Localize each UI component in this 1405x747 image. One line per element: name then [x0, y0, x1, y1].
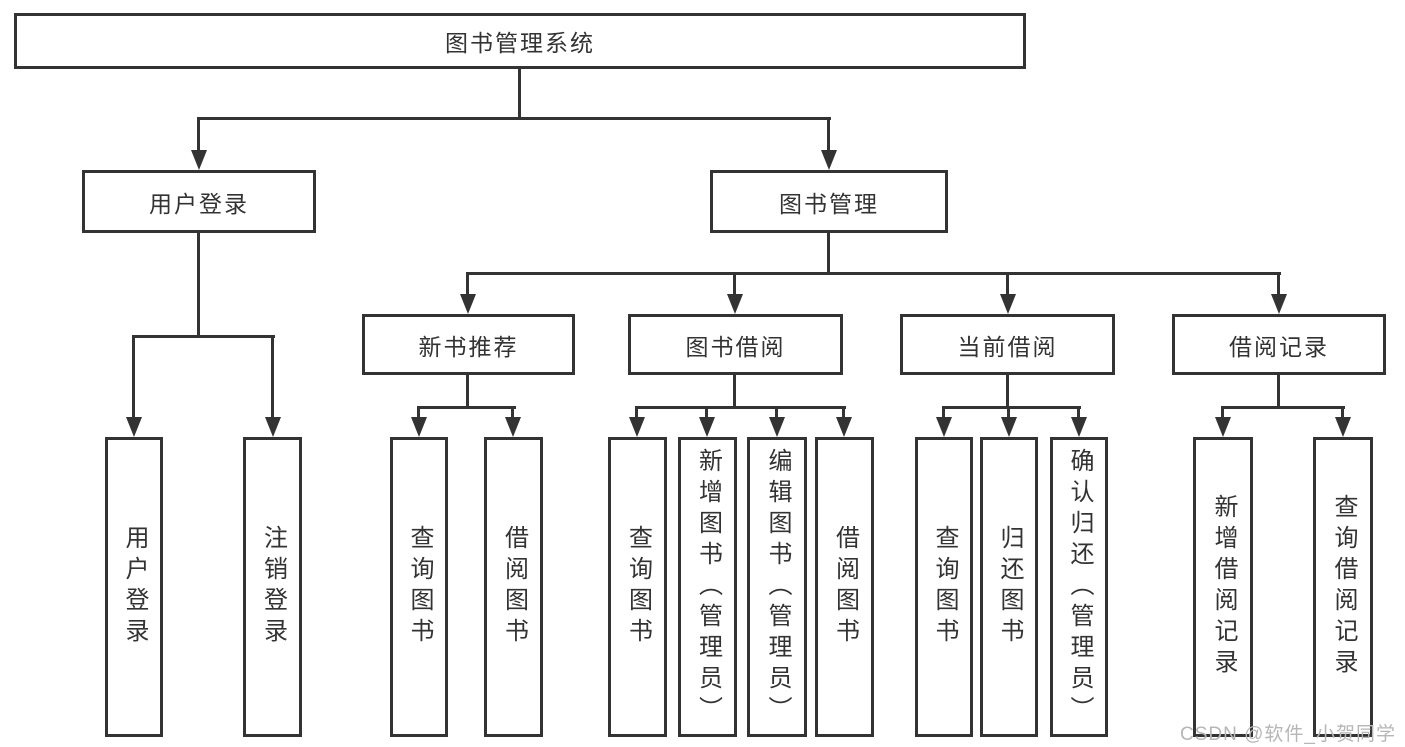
connector-drop-bb-query [635, 406, 638, 419]
connector-current-borrow-rail [942, 406, 1081, 409]
leaf-borrow-query: 查询图书 [608, 437, 667, 737]
node-root-label: 图书管理系统 [445, 30, 595, 56]
connector-drop-current-borrow [1006, 272, 1009, 296]
connector-drop-leaf-logout [271, 335, 274, 417]
connector-root-rail [197, 117, 831, 120]
connector-drop-user-login [197, 117, 200, 153]
connector-drop-cb-return [1007, 406, 1010, 419]
connector-drop-leaf-login [132, 335, 135, 417]
node-book-borrow-label: 图书借阅 [685, 333, 786, 360]
arrow-down-icon [265, 417, 281, 437]
arrow-down-icon [1071, 417, 1087, 437]
leaf-records-query: 查询借阅记录 [1313, 437, 1373, 737]
connector-drop-nb-query [417, 406, 420, 419]
arrow-down-icon [411, 417, 427, 437]
arrow-down-icon [126, 417, 142, 437]
arrow-down-icon [1215, 417, 1231, 437]
leaf-current-confirm: 确认归还（管理员） [1050, 437, 1108, 737]
leaf-records-add-label: 新增借阅记录 [1210, 494, 1237, 680]
node-borrow-records-label: 借阅记录 [1229, 333, 1329, 360]
leaf-newbooks-query: 查询图书 [390, 437, 448, 737]
leaf-borrow-add: 新增图书（管理员） [678, 437, 737, 737]
node-user-login-label: 用户登录 [149, 190, 249, 217]
connector-user-login-rail [132, 335, 275, 338]
connector-drop-br-add [1221, 406, 1224, 419]
node-book-mgmt: 图书管理 [710, 170, 948, 233]
connector-book-borrow-stem [733, 375, 736, 406]
connector-drop-br-query [1341, 406, 1344, 419]
connector-drop-borrow-records [1277, 272, 1280, 296]
leaf-borrow-borrow: 借阅图书 [815, 437, 874, 737]
node-user-login: 用户登录 [82, 170, 316, 233]
arrow-down-icon [936, 417, 952, 437]
leaf-user-login: 用户登录 [105, 437, 163, 737]
leaf-newbooks-borrow: 借阅图书 [484, 437, 543, 737]
arrow-down-icon [836, 417, 852, 437]
connector-drop-book-mgmt [827, 117, 830, 153]
connector-drop-cb-query [942, 406, 945, 419]
connector-new-books-stem [466, 375, 469, 406]
leaf-current-query-label: 查询图书 [931, 525, 958, 649]
connector-drop-nb-borrow [511, 406, 514, 419]
node-book-mgmt-label: 图书管理 [779, 190, 879, 217]
leaf-borrow-edit-label: 编辑图书（管理员） [764, 447, 791, 727]
leaf-logout: 注销登录 [243, 437, 302, 737]
leaf-current-return: 归还图书 [980, 437, 1038, 737]
leaf-logout-label: 注销登录 [259, 525, 287, 649]
arrow-down-icon [821, 150, 837, 170]
connector-drop-bb-edit [775, 406, 778, 419]
connector-drop-new-books [466, 272, 469, 296]
connector-root-stem [518, 69, 521, 117]
leaf-newbooks-borrow-label: 借阅图书 [500, 525, 528, 649]
connector-book-borrow-rail [636, 406, 846, 409]
node-current-borrow-label: 当前借阅 [957, 333, 1058, 360]
connector-drop-cb-confirm [1077, 406, 1080, 419]
leaf-current-return-label: 归还图书 [996, 525, 1023, 649]
arrow-down-icon [699, 417, 715, 437]
watermark: CSDN @软件_小贺同学 [1180, 724, 1396, 745]
leaf-user-login-label: 用户登录 [121, 525, 148, 649]
connector-drop-book-borrow [733, 272, 736, 296]
node-root: 图书管理系统 [14, 13, 1026, 69]
leaf-records-query-label: 查询借阅记录 [1330, 494, 1357, 680]
connector-new-books-rail [417, 406, 516, 409]
leaf-records-add: 新增借阅记录 [1193, 437, 1253, 737]
node-new-books: 新书推荐 [362, 314, 575, 375]
leaf-current-confirm-label: 确认归还（管理员） [1066, 447, 1093, 727]
node-book-borrow: 图书借阅 [628, 314, 843, 375]
leaf-borrow-edit: 编辑图书（管理员） [747, 437, 807, 737]
node-new-books-label: 新书推荐 [418, 333, 519, 360]
arrow-down-icon [1000, 294, 1016, 314]
arrow-down-icon [727, 294, 743, 314]
connector-drop-bb-borrow [842, 406, 845, 419]
connector-current-borrow-stem [1006, 375, 1009, 406]
node-borrow-records: 借阅记录 [1172, 314, 1386, 375]
connector-borrow-records-stem [1277, 375, 1280, 406]
arrow-down-icon [505, 417, 521, 437]
arrow-down-icon [629, 417, 645, 437]
connector-drop-bb-add [705, 406, 708, 419]
leaf-newbooks-query-label: 查询图书 [406, 525, 433, 649]
arrow-down-icon [1001, 417, 1017, 437]
arrow-down-icon [1335, 417, 1351, 437]
arrow-down-icon [1271, 294, 1287, 314]
connector-book-mgmt-stem [827, 233, 830, 272]
leaf-borrow-borrow-label: 借阅图书 [831, 525, 859, 649]
leaf-borrow-add-label: 新增图书（管理员） [694, 447, 722, 727]
connector-book-mgmt-rail [466, 272, 1281, 275]
leaf-current-query: 查询图书 [915, 437, 973, 737]
leaf-borrow-query-label: 查询图书 [624, 525, 652, 649]
arrow-down-icon [460, 294, 476, 314]
connector-borrow-records-rail [1221, 406, 1345, 409]
connector-user-login-stem [197, 233, 200, 335]
node-current-borrow: 当前借阅 [900, 314, 1115, 375]
arrow-down-icon [191, 150, 207, 170]
arrow-down-icon [769, 417, 785, 437]
